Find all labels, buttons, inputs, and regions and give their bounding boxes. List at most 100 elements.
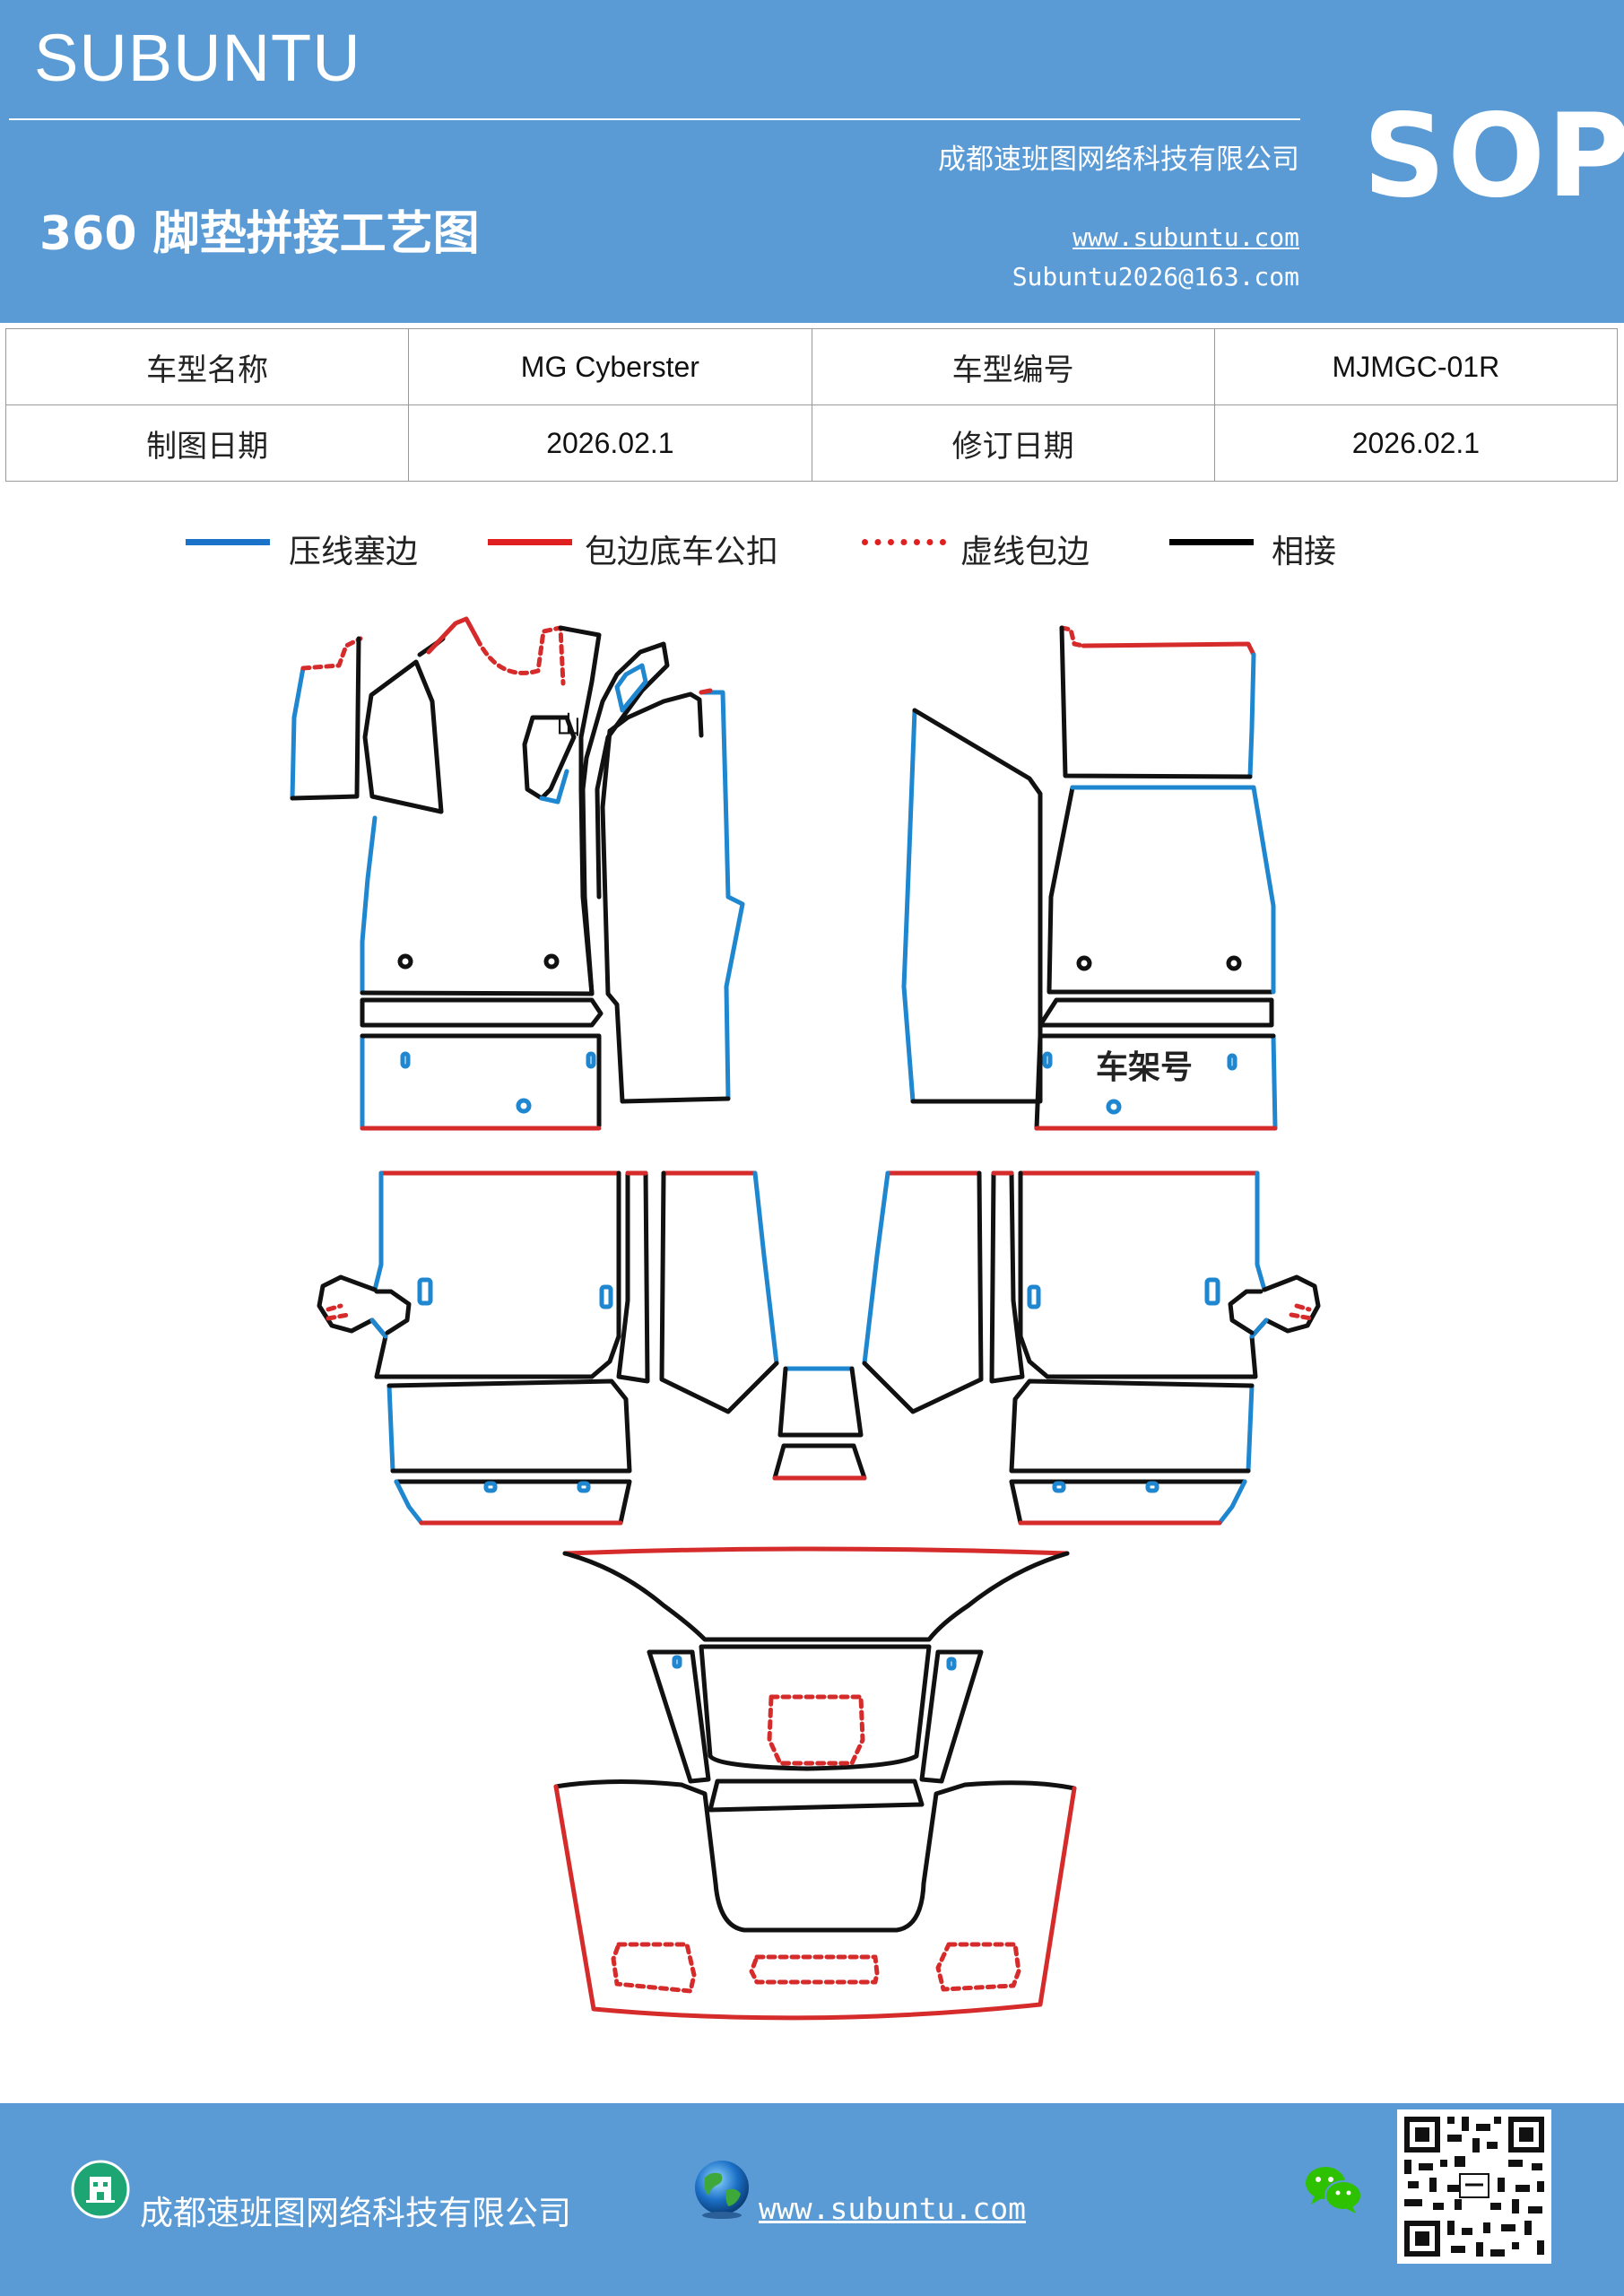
mat-edge-black bbox=[394, 1479, 632, 1526]
mat-edge-black bbox=[647, 1649, 711, 1784]
mat-edge-black bbox=[708, 1779, 925, 1813]
mat-edge-blue bbox=[369, 1318, 388, 1339]
mat-slot bbox=[946, 1657, 957, 1671]
qr-code[interactable] bbox=[1397, 2109, 1551, 2264]
mat-edge-black bbox=[580, 641, 670, 996]
mat-edge-blue bbox=[862, 1170, 890, 1366]
mat-edge-black bbox=[522, 715, 577, 801]
mat-edge-black bbox=[1059, 625, 1253, 779]
mat-hole bbox=[543, 953, 560, 970]
footer-website-link[interactable]: www.subuntu.com bbox=[759, 2191, 1027, 2226]
mat-slot bbox=[1227, 1053, 1238, 1071]
mat-edge-red-dotted bbox=[935, 1942, 1021, 1992]
mat-edge-red-dotted bbox=[300, 636, 363, 671]
label-cell: 制图日期 bbox=[4, 404, 410, 482]
mat-edge-black bbox=[989, 1170, 1025, 1384]
middle-mat-group bbox=[317, 1170, 1321, 1526]
legend-label: 相接 bbox=[1272, 534, 1337, 570]
mat-hole bbox=[1076, 955, 1092, 971]
mat-edge-blue bbox=[901, 708, 917, 1104]
label-cell: 车型编号 bbox=[811, 328, 1215, 405]
mat-edge-black bbox=[290, 636, 361, 801]
mat-hole bbox=[516, 1098, 532, 1114]
mat-edge-red-dotted bbox=[1289, 1303, 1314, 1321]
value-cell: MG Cyberster bbox=[408, 328, 812, 405]
mat-edge-black bbox=[386, 1378, 632, 1474]
value-cell: 2026.02.1 bbox=[408, 404, 812, 482]
mat-edge-black bbox=[919, 1649, 984, 1784]
label-cell: 修订日期 bbox=[811, 404, 1215, 482]
header-website-link[interactable]: www.subuntu.com bbox=[1073, 222, 1299, 252]
mat-edge-red-dotted bbox=[767, 1694, 865, 1766]
mat-edge-blue bbox=[1255, 1170, 1267, 1292]
mat-edge-black bbox=[1038, 997, 1274, 1028]
mat-edge-black bbox=[616, 1170, 650, 1384]
mat-edge-blue bbox=[1247, 652, 1256, 779]
mat-edge-black bbox=[362, 659, 444, 814]
mat-slot bbox=[1052, 1481, 1066, 1493]
table-row: 车型名称 MG Cyberster 车型编号 MJMGC-01R bbox=[4, 328, 1619, 405]
mat-edge-red bbox=[553, 1784, 1077, 2021]
mat-edge-blue bbox=[539, 769, 569, 804]
mat-edge-black bbox=[910, 708, 1043, 1104]
mat-slot bbox=[672, 1655, 682, 1669]
building-icon bbox=[71, 2160, 130, 2219]
header-email: Subuntu2026@163.com bbox=[1012, 262, 1299, 291]
mat-edge-blue bbox=[1217, 1479, 1247, 1526]
legend-label: 包边底车公扣 bbox=[585, 534, 779, 570]
mat-edge-red-dotted bbox=[326, 1303, 351, 1321]
mat-hole bbox=[1226, 955, 1242, 971]
mat-edge-red-dotted bbox=[474, 625, 566, 686]
brand-name: SUBUNTU bbox=[34, 21, 361, 95]
mat-mark: 山 bbox=[556, 710, 581, 740]
mat-slot bbox=[1042, 1051, 1053, 1069]
mat-slot bbox=[417, 1277, 433, 1306]
mat-edge-black bbox=[699, 1644, 932, 1771]
mat-edge-blue bbox=[394, 1479, 424, 1526]
header-company: 成都速班图网络科技有限公司 bbox=[938, 144, 1299, 176]
mat-edge-black bbox=[360, 1033, 602, 1128]
legend-swatch-red-dotted bbox=[862, 539, 946, 545]
mat-edge-blue bbox=[752, 1170, 779, 1366]
front-right-mat-group: 车架号 bbox=[901, 625, 1278, 1131]
mat-hole bbox=[1106, 1099, 1122, 1115]
mat-edge-black bbox=[562, 1551, 1070, 1642]
mat-edge-black bbox=[360, 997, 604, 1028]
mat-slot bbox=[400, 1051, 411, 1069]
wechat-icon[interactable] bbox=[1302, 2161, 1365, 2217]
legend-swatch-red-solid bbox=[488, 539, 572, 545]
mat-edge-red-dotted bbox=[1059, 625, 1086, 648]
mat-edge-blue bbox=[372, 1170, 384, 1292]
legend-label: 虚线包边 bbox=[960, 534, 1090, 570]
value-cell: 2026.02.1 bbox=[1213, 404, 1619, 482]
mat-edge-blue bbox=[1070, 785, 1276, 995]
mat-edge-red bbox=[1081, 641, 1256, 657]
mat-slot bbox=[577, 1481, 591, 1493]
mat-edge-black bbox=[1009, 1479, 1247, 1526]
mat-edge-red-dotted bbox=[611, 1942, 697, 1994]
mat-edge-red bbox=[699, 688, 713, 695]
mat-edge-red bbox=[426, 616, 480, 655]
mat-edge-blue bbox=[290, 665, 306, 801]
mat-slot bbox=[1145, 1481, 1159, 1493]
mat-edge-blue bbox=[614, 663, 648, 713]
mat-edge-black bbox=[607, 691, 704, 738]
mat-edge-black bbox=[553, 1779, 1077, 1933]
mat-edge-black bbox=[1009, 1378, 1255, 1474]
mat-slot bbox=[1204, 1277, 1220, 1306]
mat-edge-black bbox=[374, 1289, 412, 1335]
mat-edge-red bbox=[562, 1546, 1070, 1556]
mat-edge-blue bbox=[699, 690, 745, 1101]
header-banner: SUBUNTU 成都速班图网络科技有限公司 360 脚垫拼接工艺图 www.su… bbox=[0, 0, 1624, 323]
sop-badge: SOP bbox=[1363, 90, 1624, 223]
mat-edge-blue bbox=[1249, 1318, 1269, 1339]
mat-edge-red-dotted bbox=[749, 1954, 880, 1985]
rear-mat-group bbox=[553, 1546, 1077, 2021]
mat-edge-black bbox=[659, 1170, 779, 1414]
mat-edge-blue bbox=[1246, 1383, 1255, 1474]
mat-edge-blue bbox=[360, 815, 378, 996]
label-cell: 车型名称 bbox=[4, 328, 410, 405]
mat-edge-black bbox=[317, 1170, 621, 1379]
mat-edge-blue bbox=[386, 1383, 395, 1474]
mat-edge-black bbox=[1018, 1170, 1321, 1379]
